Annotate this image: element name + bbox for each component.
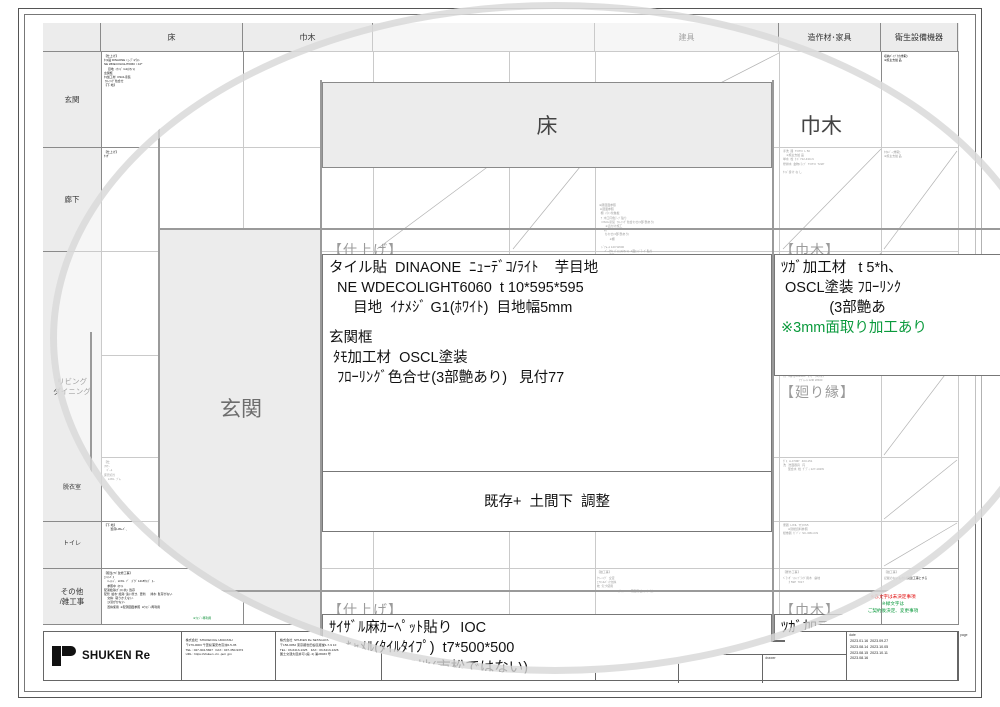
revision-dates: 2023.01.16 2023.09.27 2023.08.14 2023.10…: [850, 639, 889, 661]
diagonal-strokes: [376, 52, 958, 567]
drawer-field: drawer: [763, 655, 846, 683]
grid-h: [43, 624, 959, 625]
drawing-sheet: 床 巾木 建具 造作材･家具 衛生設備機器 玄関 廊下 リビング ダイニング 脱…: [18, 8, 982, 698]
grid-h: [43, 355, 959, 356]
grid-h: [43, 457, 959, 458]
column-header-fittings: 建具: [595, 23, 779, 51]
sanitary-text-r4c: 便器 LIXIL ﾔﾁｽXS5 ※別紙資料参照 紙巻器 ｶﾞｿﾞﾝ SC-30N…: [783, 523, 819, 536]
remarks-text-r2: ﾀｵﾙﾊﾞｰ(重取) ※施主支給 品: [884, 150, 902, 159]
floor-text-other: 【衛生/ｱｺﾞ改修工事】 ﾕﾆｯﾄﾊﾞｽ ﾊｰｽ-ﾄﾞ, LIXIL ｿﾞ ｽﾞ…: [104, 571, 174, 609]
sanitary-text-r3: ｼｽﾃﾑｷｯﾁﾝ TOTO ｻﾞ･ｸﾗｯｿ ※別紙資料参照: [785, 253, 818, 262]
column-header-room: [43, 23, 101, 51]
title-block: SHUKEN Re 株式会社 SHUKEN Re URAYASU 〒279-00…: [43, 631, 968, 683]
grid-v: [595, 23, 596, 625]
grid-h: [43, 251, 959, 252]
remarks-text-r5: 記載のないものは別途工事とする: [884, 576, 928, 580]
legend-red-note: ※赤文字は未決定事項: [870, 594, 916, 599]
sanitary-text-r1: 手洗 器 TOTO L 50 ※施主支給 品 単水 栓 ｶ ｷﾞ722-430-…: [783, 149, 825, 175]
grid-v: [373, 23, 374, 625]
joinery-text-r3: ﾌﾞﾗｯﾄﾞ ｱｰｷｼﾝﾊﾞｰｸﾀｲﾌﾟ(ｼｪﾙﾎﾜｲﾄ) 1面ｴｯｼﾞﾃｰﾌﾟ…: [599, 357, 664, 399]
grid-v: [509, 23, 510, 625]
floor-text-toilet-base: 【下 地】 置床L45+ﾍﾞ、: [104, 523, 129, 532]
company-address-setagaya: 株式会社 SHUKEN Re SETAGAYA 〒156-0052 東京都世田谷…: [276, 632, 382, 680]
grid-v: [958, 23, 959, 625]
column-header-joinery: 造作材･家具: [779, 23, 881, 51]
legend-green-note-2: ご契約後決定、変更事項: [867, 607, 919, 613]
grid-h: [43, 51, 959, 52]
sheet-title: 仕上げ表: [702, 638, 739, 648]
grid-v: [881, 23, 882, 625]
remarks-text-r1: 収納ﾊﾟｲﾌﾟ付(重取) ※施主支給 品: [884, 54, 908, 63]
column-header-floor: 床: [101, 23, 243, 51]
joinery-text-r1: 可動棚(CL2内 東海ﾌﾟﾗｲ ｳｯﾄﾞ ｱｰｷｼﾝﾊﾞｰｸﾀｲﾌﾟ(ｼｪﾙﾎﾜ…: [597, 149, 692, 166]
sanitary-text-r4b: ｶﾞｽ A-0 59P 403-151 洗 洗面器具 円 混合水 栓 ｸﾞﾃﾞｨ…: [783, 459, 824, 472]
room-cell-toilet: トイレ: [43, 522, 101, 568]
room-cell-dressing: 脱衣室: [43, 457, 101, 521]
room-cell-corridor: 廊下: [43, 148, 101, 251]
grid-h: [43, 147, 959, 148]
column-header-baseboard: 巾木: [243, 23, 373, 51]
legend-notes: ※赤文字は未決定事項 ※緑文字は ご契約後決定、変更事項: [831, 594, 955, 615]
sanitary-head-r5: 【屋外工事】: [783, 570, 801, 574]
sanitary-text-r5: ﾍﾞﾗﾝﾀﾞ･ｽﾄｯﾌﾟﾗﾝﾀﾞ用木 鹿地 ｶ 59P 7017: [783, 576, 821, 585]
planner-field: planner: [679, 655, 764, 683]
title-field-group: title 仕上げ表 scale planner drawer: [595, 632, 848, 683]
column-header-sanitary: 衛生設備機器: [881, 23, 958, 51]
column-header-spacer: [958, 23, 959, 51]
remarks-text-r3: 換気ｶﾞﾗﾘ(洋室･WIC) ※別途見積付 料径4-A AC0645(網なし) …: [884, 313, 929, 326]
page-caption: page: [959, 633, 968, 637]
room-cell-entrance: 玄関: [43, 52, 101, 147]
sanitary-text-r4a: 温水洗浄化粧台 ※別紙図面参照 ﾒｿﾞ A-0 59P 403-151 水 棚ﾞ…: [783, 357, 831, 383]
grid-v: [101, 23, 102, 625]
grid-v: [779, 23, 780, 625]
project-name: 様邸改修工事: [382, 632, 596, 680]
date-caption: date: [849, 633, 856, 637]
date-field: date 2023.01.16 2023.09.27 2023.08.14 20…: [847, 632, 958, 680]
joinery-text-r2: ※経図面参照 ※図面参照 棚 ﾒﾗﾐﾝ化粧板 ｱ 木口同色ﾃｰﾌﾟ貼り OSCL…: [599, 203, 655, 258]
remarks-head-r5: 【雑工事】: [884, 570, 899, 574]
joinery-text-r5: ｸﾘｰﾆﾝｸﾞ 全室 ｴｱｺﾝ&ﾊﾟｯｸ交換 枕 気づ使用 NASTA KS-6…: [597, 576, 654, 593]
grid-h: [43, 568, 959, 569]
floor-text-corridor: 【仕上げ】 ｻｲｻﾞ: [104, 150, 119, 159]
grid-v: [243, 23, 244, 625]
finish-schedule-table: 床 巾木 建具 造作材･家具 衛生設備機器 玄関 廊下 リビング ダイニング 脱…: [43, 23, 959, 642]
joinery-head-r5: 【雑工事】: [597, 570, 612, 574]
grid-h: [43, 521, 959, 522]
shuken-logo-icon: [52, 646, 76, 666]
title-subrow: scale planner drawer: [595, 654, 847, 683]
legend-green-note-1: ※緑文字は: [881, 600, 905, 606]
company-address-urayasu: 株式会社 SHUKEN Re URAYASU 〒279-0003 千葉県浦安市高…: [182, 632, 276, 680]
scale-field: scale: [596, 655, 680, 683]
column-header-wall: [373, 23, 595, 51]
drawer-caption: drawer: [765, 656, 776, 660]
floor-text-other-green: ※ｳｫｼﾞﾝ再利用: [193, 616, 212, 620]
company-name: SHUKEN Re: [82, 650, 151, 662]
floor-text-toilet: 【仕 ﾌﾛｱｰ ｺﾞｰﾙ 床見切り LIXIL ﾌﾟﾑ: [104, 460, 121, 481]
company-logo: SHUKEN Re: [44, 632, 182, 680]
floor-text-entrance: 【仕上げ】 ﾀｲﾙ貼 DINAONE ﾆｭｰﾃﾞｺ/ﾗｲﾄ NE WDECOLI…: [104, 54, 143, 88]
joinery-text-r4: ﾌﾞﾗｯﾄﾞ ｱｰｷｼﾝﾊﾞｰｸﾀｲﾌﾟ(ｼｪﾙﾎﾜｲﾄ) 1面ｴｯｼﾞﾃｰﾌﾟ…: [597, 409, 682, 506]
scale-caption: scale: [597, 656, 606, 660]
planner-caption: planner: [681, 656, 693, 660]
room-cell-other: その他 /雑工事: [43, 569, 101, 624]
